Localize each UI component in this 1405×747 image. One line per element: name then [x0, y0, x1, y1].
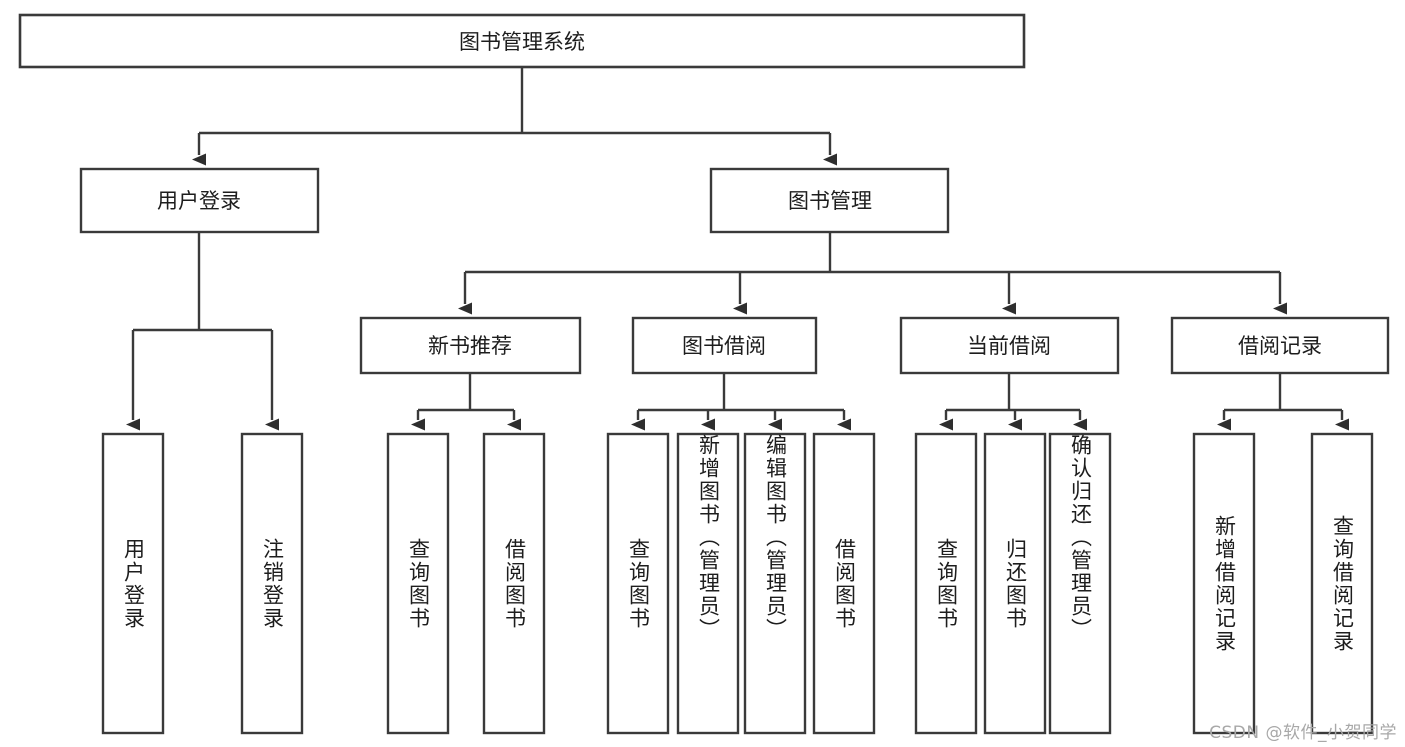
edges-book-manage-to-level3	[458, 232, 1287, 315]
leaf-box-return-book[interactable]	[983, 432, 1047, 735]
leaf-boxes	[101, 432, 1374, 735]
node-level3-book-borrow[interactable]: 图书借阅	[631, 316, 818, 375]
node-level2-book-manage-label: 图书管理	[788, 189, 872, 213]
leaf-box-query-book-new[interactable]	[386, 432, 450, 735]
node-level3-new-book[interactable]: 新书推荐	[359, 316, 582, 375]
leaf-box-add-book-admin[interactable]	[676, 432, 740, 735]
leaf-box-add-record[interactable]	[1192, 432, 1256, 735]
leaf-box-query-record[interactable]	[1310, 432, 1374, 735]
node-level2-user-login[interactable]: 用户登录	[79, 167, 320, 234]
edges-root-to-level2	[192, 67, 837, 166]
leaf-box-confirm-return[interactable]	[1048, 432, 1112, 735]
edges-borrow-record-to-leaves	[1217, 373, 1349, 431]
leaf-box-user-login[interactable]	[101, 432, 165, 735]
node-level2-user-login-label: 用户登录	[157, 189, 241, 213]
edges-user-login-to-leaves	[126, 232, 279, 431]
leaf-box-query-book-cur[interactable]	[914, 432, 978, 735]
node-level3-borrow-record-label: 借阅记录	[1238, 334, 1322, 358]
node-level2-book-manage[interactable]: 图书管理	[709, 167, 950, 234]
leaf-box-logout[interactable]	[240, 432, 304, 735]
node-root-box[interactable]	[18, 13, 1026, 69]
node-root[interactable]: 图书管理系统	[18, 13, 1026, 69]
node-level3-current-borrow-label: 当前借阅	[967, 334, 1051, 358]
csdn-watermark: CSDN @软件_小贺同学	[1209, 723, 1397, 743]
leaf-box-query-book[interactable]	[606, 432, 670, 735]
leaf-box-borrow-book[interactable]	[812, 432, 876, 735]
node-level3-borrow-record[interactable]: 借阅记录	[1170, 316, 1390, 375]
node-level3-current-borrow[interactable]: 当前借阅	[899, 316, 1120, 375]
edges-book-borrow-to-leaves	[631, 373, 851, 431]
node-level3-borrow-record-box[interactable]	[1170, 316, 1390, 375]
node-level3-new-book-label: 新书推荐	[428, 334, 512, 358]
leaf-box-borrow-book-new[interactable]	[482, 432, 546, 735]
edges-current-borrow-to-leaves	[939, 373, 1087, 431]
node-level3-book-borrow-box[interactable]	[631, 316, 818, 375]
node-root-label: 图书管理系统	[459, 30, 585, 54]
node-level3-current-borrow-box[interactable]	[899, 316, 1120, 375]
edges-new-book-to-leaves	[411, 373, 521, 431]
node-level3-book-borrow-label: 图书借阅	[682, 334, 766, 358]
node-level2-book-manage-box[interactable]	[709, 167, 950, 234]
node-level3-new-book-box[interactable]	[359, 316, 582, 375]
leaf-box-edit-book-admin[interactable]	[743, 432, 807, 735]
